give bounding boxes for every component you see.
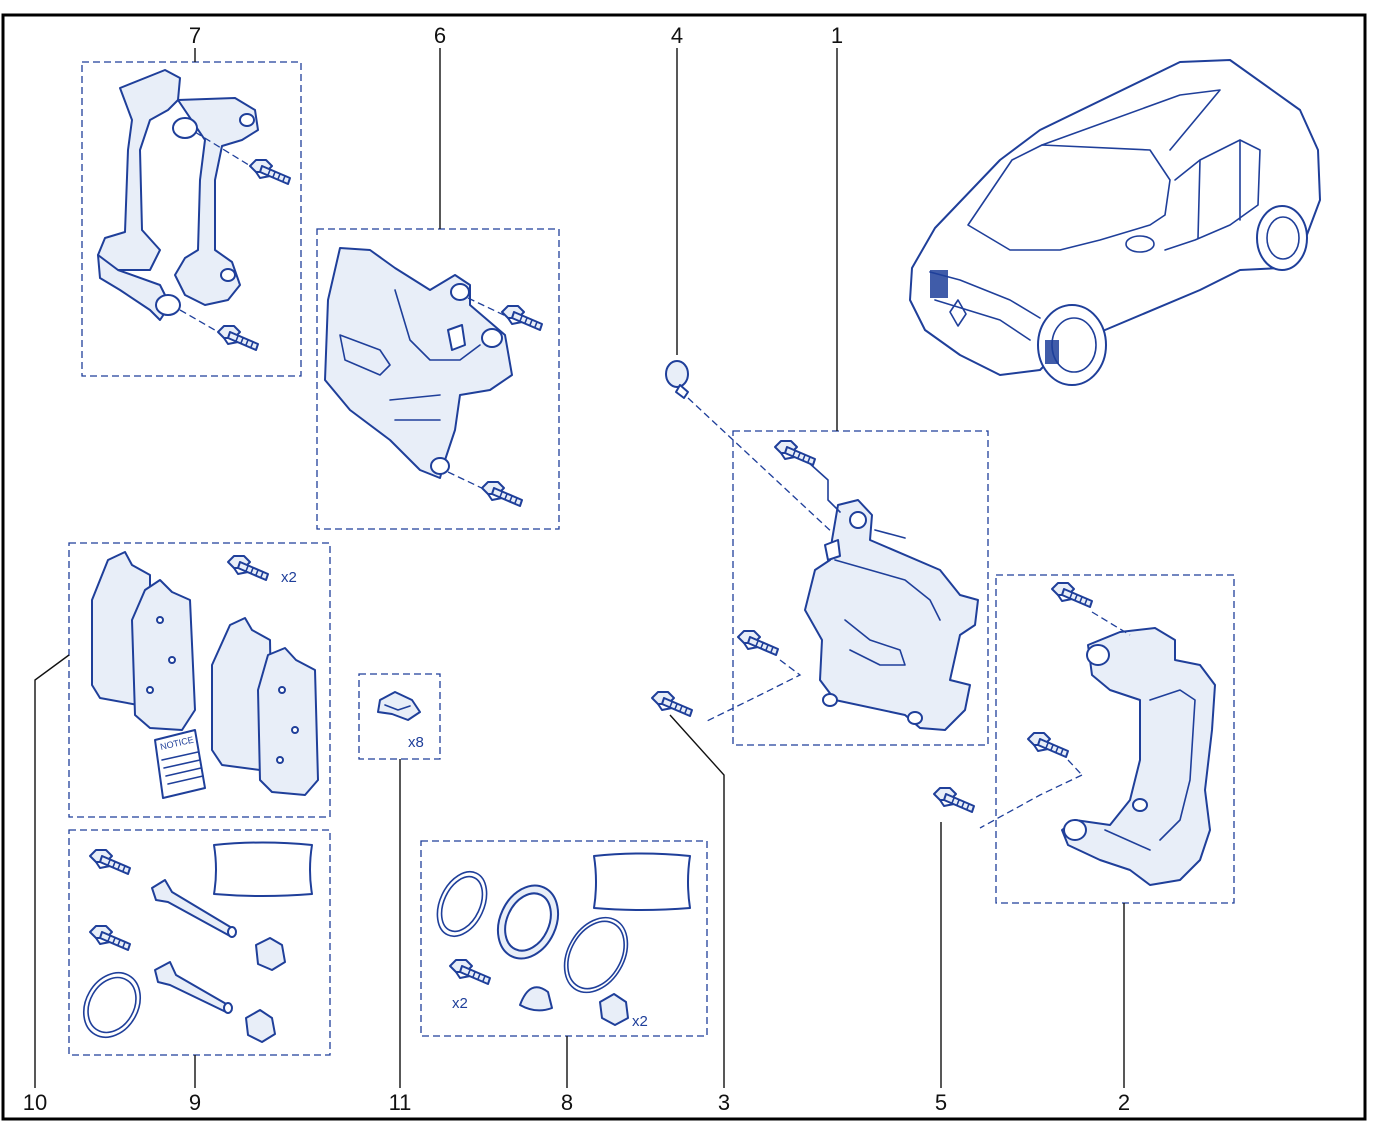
pad-clips-part-11: x8 bbox=[377, 691, 424, 751]
callout-1: 1 bbox=[831, 23, 843, 48]
group-box-11 bbox=[358, 673, 441, 760]
diagram-frame bbox=[1, 13, 1367, 1121]
caliper-seal-kit-part-8: x2 x2 bbox=[436, 852, 691, 1030]
group-box-10 bbox=[68, 542, 331, 818]
leader-10 bbox=[34, 654, 70, 1088]
qty-pad-bolts: x2 bbox=[281, 569, 297, 586]
caliper-carrier-part-2 bbox=[933, 582, 1216, 886]
callout-9: 9 bbox=[189, 1090, 201, 1115]
qty-seal-bolts: x2 bbox=[452, 995, 468, 1012]
caliper-body-part-6 bbox=[324, 247, 543, 507]
callout-6: 6 bbox=[434, 23, 446, 48]
callout-8: 8 bbox=[561, 1090, 573, 1115]
callout-2: 2 bbox=[1118, 1090, 1130, 1115]
qty-clips: x8 bbox=[408, 734, 424, 751]
vehicle-illustration bbox=[909, 59, 1321, 386]
group-box-7 bbox=[81, 61, 302, 377]
callout-3: 3 bbox=[718, 1090, 730, 1115]
group-box-8 bbox=[420, 840, 708, 1037]
brake-pads-part-10: x2 NOTICE bbox=[91, 551, 319, 799]
callout-10: 10 bbox=[23, 1090, 47, 1115]
callout-5: 5 bbox=[935, 1090, 947, 1115]
group-box-6 bbox=[316, 228, 560, 530]
front-brake-highlight-right bbox=[1045, 340, 1059, 364]
caliper-carrier-part-7 bbox=[97, 69, 291, 351]
callout-4: 4 bbox=[671, 23, 683, 48]
brake-caliper-part-1 bbox=[651, 440, 979, 731]
group-box-9 bbox=[68, 829, 331, 1056]
qty-bleed-caps: x2 bbox=[632, 1013, 648, 1030]
callout-11: 11 bbox=[389, 1090, 412, 1115]
callout-7: 7 bbox=[189, 23, 201, 48]
group-box-2 bbox=[995, 574, 1235, 904]
front-brake-highlight-left bbox=[930, 270, 948, 298]
group-box-1 bbox=[732, 430, 989, 746]
leader-3 bbox=[669, 714, 725, 1088]
bleed-screw-cap-part-4 bbox=[665, 360, 836, 536]
guide-pin-kit-part-9 bbox=[82, 841, 313, 1043]
